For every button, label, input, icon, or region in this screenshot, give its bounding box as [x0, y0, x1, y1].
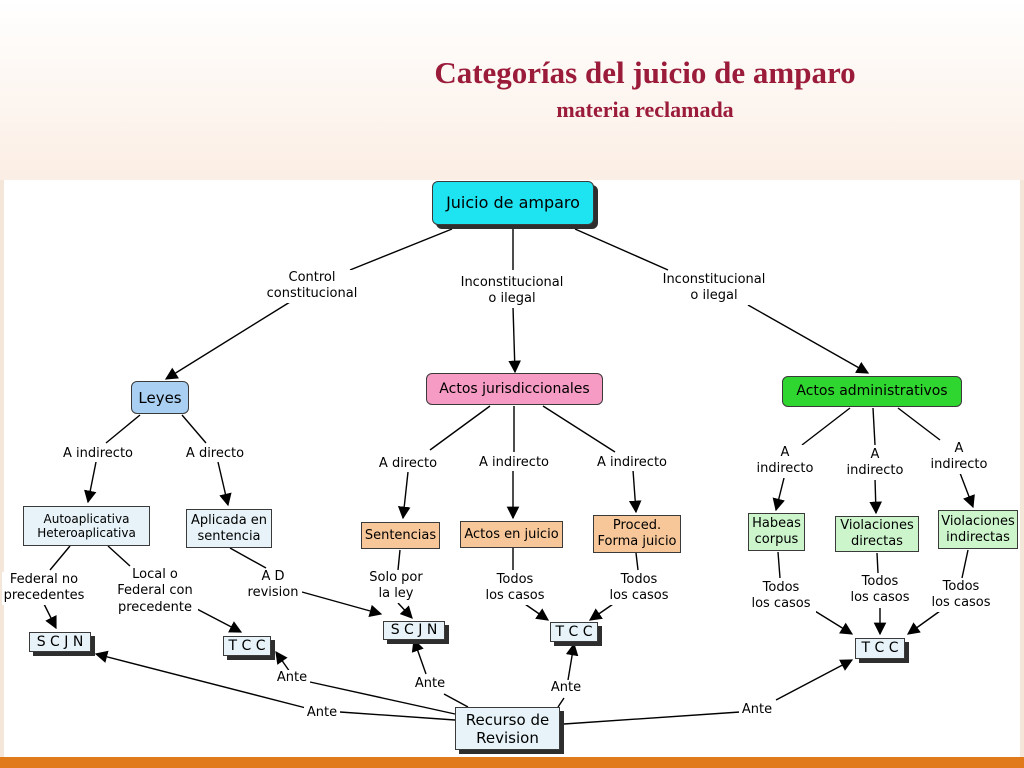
link-aind2-proced — [628, 469, 642, 514]
link-inconst-right-adm — [747, 304, 870, 374]
link-adm-aind3 — [897, 407, 941, 441]
node-scjn-left: S C J N — [29, 632, 91, 652]
label-inconstitucional-mid: Inconstitucional o ilegal — [456, 275, 568, 308]
link-ante2-tcc — [275, 650, 291, 673]
node-autoaplicativa: Autoaplicativa Heteroaplicativa — [23, 506, 150, 546]
link-jur-aind2 — [542, 405, 616, 453]
label-adm-a-indirecto-1: A indirecto — [752, 445, 818, 478]
node-actos-administrativos: Actos administrativos — [782, 376, 962, 407]
link-recurso-ante3 — [443, 693, 469, 708]
link-ante1-scjn — [94, 650, 307, 709]
label-local-federal: Local o Federal con precedente — [112, 567, 198, 616]
node-scjn-mid: S C J N — [383, 621, 445, 640]
link-ante4-tcc — [565, 642, 579, 681]
label-ante-1: Ante — [304, 705, 340, 722]
link-ad-scjn — [301, 591, 383, 618]
label-jur-a-indirecto-1: A indirecto — [474, 455, 554, 472]
label-ante-5: Ante — [739, 702, 775, 719]
node-violaciones-directas: Violaciones directas — [835, 516, 919, 552]
link-ante3-scjn — [411, 638, 427, 675]
label-ante-3: Ante — [412, 676, 448, 693]
node-tcc-mid: T C C — [550, 622, 598, 642]
link-adm-aind2 — [872, 407, 876, 446]
label-todos-los-casos-5: Todos los casos — [926, 579, 996, 612]
link-aind3-vi — [959, 472, 975, 509]
link-adir-aplicada — [217, 461, 232, 507]
link-vi-todos — [961, 549, 969, 579]
link-root-control — [349, 228, 453, 271]
bottom-accent-bar — [0, 757, 1024, 768]
link-todos3-tcc — [809, 607, 854, 635]
label-todos-los-casos-1: Todos los casos — [480, 572, 550, 605]
left-border — [0, 180, 4, 758]
label-a-d-revision: A D revision — [244, 569, 302, 602]
link-auto-federal — [49, 545, 71, 571]
label-todos-los-casos-2: Todos los casos — [604, 572, 674, 605]
link-adir-sent — [397, 471, 411, 520]
link-leyes-aind — [105, 414, 141, 444]
link-aind2-vd — [869, 477, 882, 515]
label-inconstitucional-right: Inconstitucional o ilegal — [658, 272, 770, 305]
label-leyes-a-directo: A directo — [182, 446, 248, 463]
node-actos-jurisdiccionales: Actos jurisdiccionales — [426, 373, 603, 405]
label-adm-a-indirecto-2: A indirecto — [842, 447, 908, 480]
link-control-leyes — [164, 301, 291, 380]
link-aind1-habeas — [772, 477, 785, 512]
link-aind-auto — [84, 461, 97, 504]
link-recurso-ante2 — [309, 681, 456, 715]
node-sentencias: Sentencias — [361, 522, 440, 549]
slide-subtitle: materia reclamada — [556, 97, 734, 122]
link-solo-scjn — [397, 602, 413, 619]
link-habeas-todos — [777, 551, 781, 579]
link-adm-aind1 — [801, 407, 851, 446]
node-aplicada-sentencia: Aplicada en sentencia — [186, 509, 272, 548]
link-todos5-tcc — [906, 610, 941, 635]
node-juicio-de-amparo: Juicio de amparo — [432, 181, 594, 225]
label-federal-no-precedentes: Federal no precedentes — [2, 572, 86, 605]
node-tcc-right: T C C — [855, 638, 905, 659]
label-solo-por-la-ley: Solo por la ley — [364, 570, 428, 603]
link-vd-todos — [876, 552, 879, 574]
slide-header — [0, 0, 1024, 180]
label-todos-los-casos-4: Todos los casos — [845, 574, 915, 607]
label-adm-a-indirecto-3: A indirecto — [926, 441, 992, 474]
label-jur-a-indirecto-2: A indirecto — [592, 455, 672, 472]
right-border — [1020, 180, 1024, 758]
node-actos-en-juicio: Actos en juicio — [460, 521, 563, 548]
node-tcc-left: T C C — [223, 636, 271, 656]
label-ante-2: Ante — [274, 670, 310, 687]
link-root-inconst-right — [574, 228, 669, 271]
link-federal-scjn — [43, 603, 57, 630]
node-recurso-de-revision: Recurso de Revision — [455, 707, 560, 750]
link-recurso-ante5 — [563, 711, 741, 725]
link-jur-adir — [429, 405, 491, 451]
label-jur-a-directo: A directo — [375, 456, 441, 473]
slide-title: Categorías del juicio de amparo — [434, 55, 856, 90]
label-ante-4: Ante — [548, 680, 584, 697]
link-todos-tcc — [521, 601, 550, 621]
node-proced-forma-juicio: Proced. Forma juicio — [593, 515, 681, 553]
link-recurso-ante4 — [557, 697, 565, 708]
label-leyes-a-indirecto: A indirecto — [58, 446, 138, 463]
label-todos-los-casos-3: Todos los casos — [746, 580, 816, 613]
link-proced-todos — [635, 552, 639, 571]
link-leyes-adir — [181, 414, 207, 444]
label-control-constitucional: Control constitucional — [262, 270, 362, 303]
link-todos2-tcc — [588, 601, 617, 621]
node-leyes: Leyes — [131, 381, 189, 414]
link-ante5-tcc — [775, 659, 854, 701]
link-auto-local — [107, 545, 131, 567]
link-inconst-mid-jur — [508, 306, 521, 374]
link-local-tcc — [194, 607, 243, 633]
link-recurso-ante1 — [339, 711, 456, 721]
link-aplicada-ad — [229, 547, 267, 569]
link-sent-solo — [397, 549, 401, 571]
node-habeas-corpus: Habeas corpus — [748, 513, 805, 551]
node-violaciones-indirectas: Violaciones indirectas — [938, 510, 1018, 549]
